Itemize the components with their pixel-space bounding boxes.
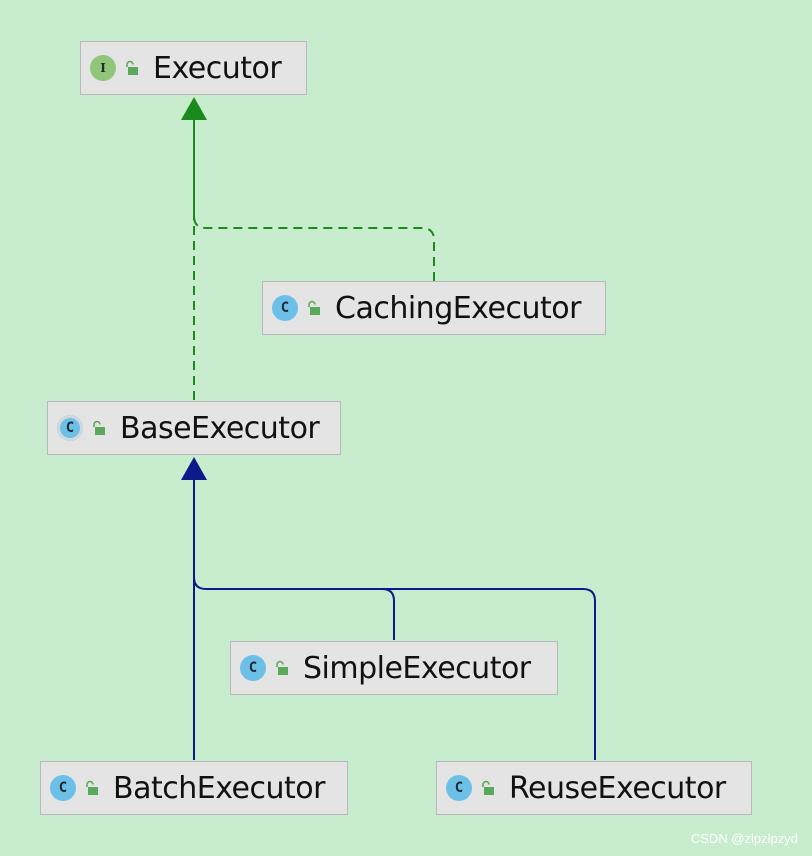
extends-arrowhead	[181, 457, 207, 480]
node-label: BaseExecutor	[120, 410, 320, 446]
executor-node[interactable]: I Executor	[80, 41, 307, 95]
implements-edges	[193, 118, 435, 400]
unlocked-padlock-icon	[93, 420, 105, 435]
edge-caching-to-executor	[193, 118, 435, 281]
base-executor-node[interactable]: C BaseExecutor	[47, 401, 341, 455]
class-c-icon: C	[272, 295, 298, 321]
batch-executor-node[interactable]: C BatchExecutor	[40, 761, 348, 815]
caching-executor-node[interactable]: C CachingExecutor	[262, 281, 606, 335]
edge-reuse-to-base	[206, 588, 596, 760]
node-label: ReuseExecutor	[509, 770, 726, 806]
class-c-icon: C	[50, 775, 76, 801]
node-label: BatchExecutor	[113, 770, 325, 806]
unlocked-padlock-icon	[126, 60, 138, 75]
reuse-executor-node[interactable]: C ReuseExecutor	[436, 761, 752, 815]
edge-simple-to-base	[193, 478, 395, 640]
class-c-icon: C	[240, 655, 266, 681]
unlocked-padlock-icon	[276, 660, 288, 675]
unlocked-padlock-icon	[308, 300, 320, 315]
class-c-icon: C	[446, 775, 472, 801]
node-label: CachingExecutor	[335, 290, 581, 326]
unlocked-padlock-icon	[86, 780, 98, 795]
simple-executor-node[interactable]: C SimpleExecutor	[230, 641, 558, 695]
extends-edges	[193, 478, 596, 760]
node-label: Executor	[153, 50, 282, 86]
watermark: CSDN @zlpzlpzyd	[690, 831, 798, 846]
node-label: SimpleExecutor	[303, 650, 531, 686]
interface-i-icon: I	[90, 55, 116, 81]
abstract-class-c-icon: C	[57, 415, 83, 441]
implements-arrowhead	[181, 97, 207, 120]
unlocked-padlock-icon	[482, 780, 494, 795]
